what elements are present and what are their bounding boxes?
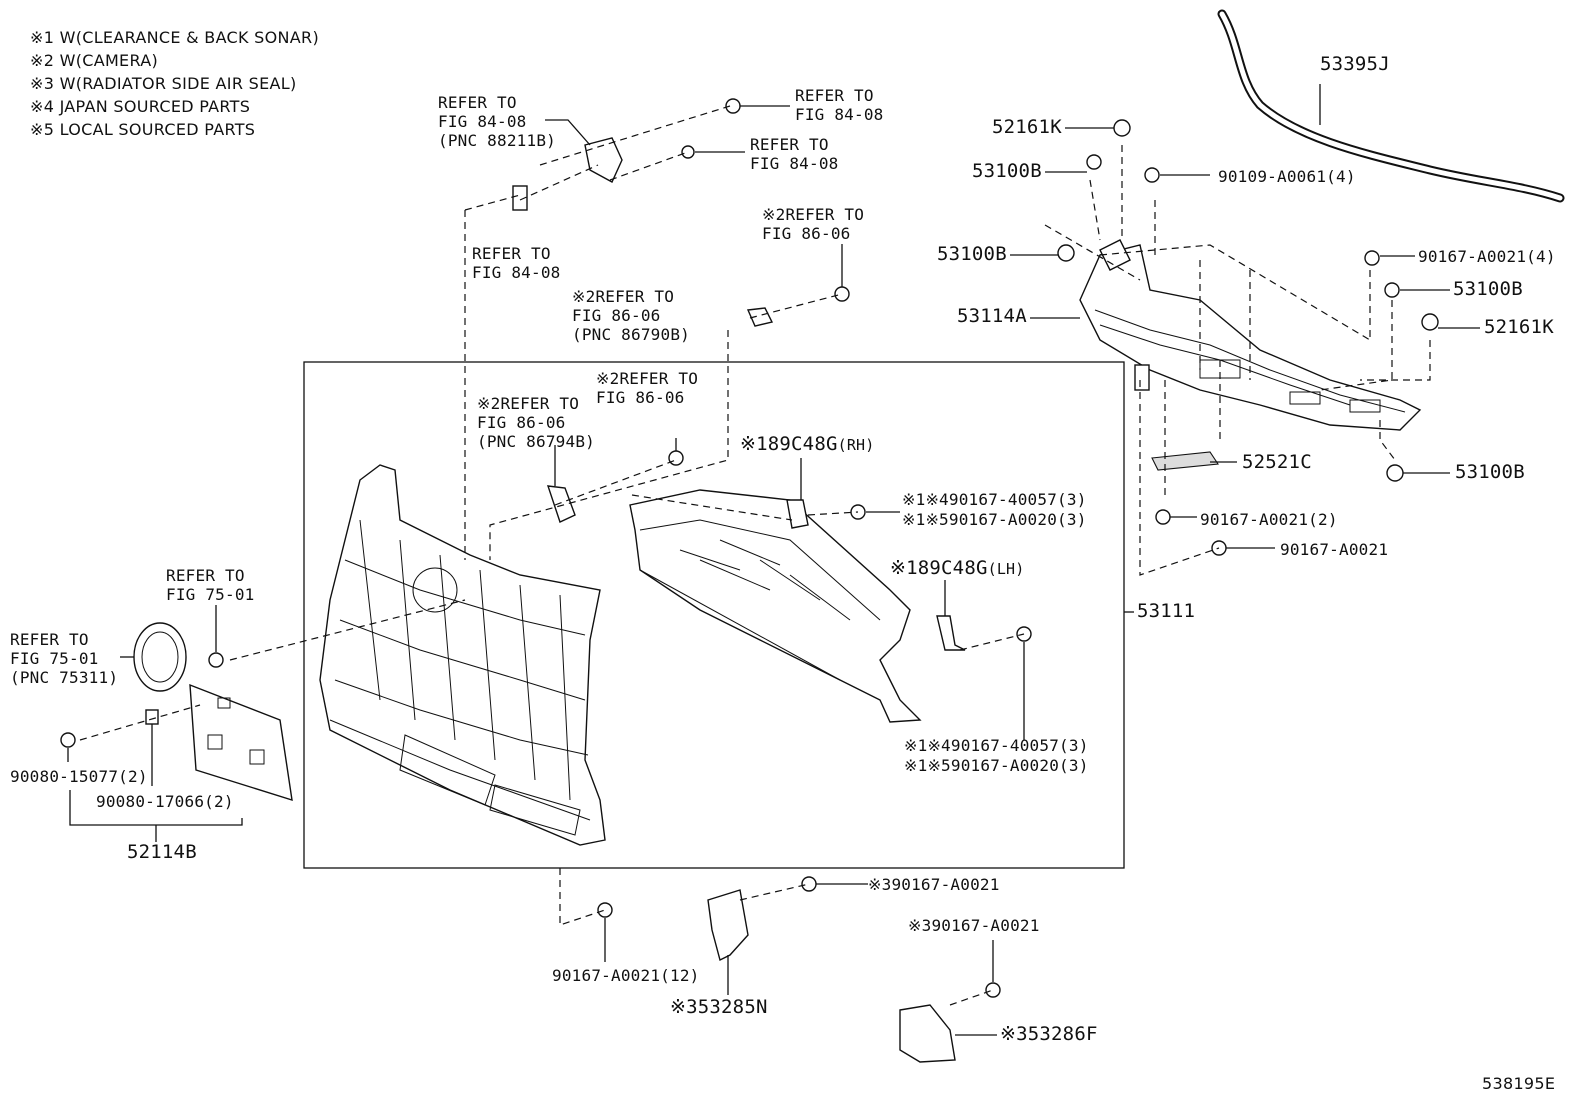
ref-fig-84-08-pnc-88211b: REFER TO FIG 84-08 (PNC 88211B) (438, 93, 556, 150)
part-90167-40057-upper: ※1※490167-40057(3) (902, 490, 1087, 509)
part-53100B-2: 53100B (937, 243, 1007, 265)
part-53100B-1: 53100B (972, 160, 1042, 182)
part-89C48G-lh-side: (LH) (987, 560, 1025, 578)
front-grille (319, 464, 606, 846)
air-seal-53286F (899, 1004, 956, 1063)
plate-bracket-52114B (189, 683, 293, 802)
part-90167-A0021-12: 90167-A0021(12) (552, 966, 700, 985)
part-90167-A0021-s3-b: ※390167-A0021 (908, 916, 1040, 935)
part-90167-40057-lower: ※1※490167-40057(3) (904, 736, 1089, 755)
part-90167-A0021-4: 90167-A0021(4) (1418, 247, 1556, 266)
attachment-lines (79, 105, 1431, 1006)
pad-52521C (1151, 451, 1219, 471)
ref-fig-86-06-pnc-86794b: ※2REFER TO FIG 86-06 (PNC 86794B) (477, 394, 595, 451)
part-52161K-top: 52161K (992, 116, 1062, 138)
part-89C48G-rh: ※189C48G(RH) (740, 435, 875, 455)
legend-item-2: ※2 W(CAMERA) (30, 51, 159, 70)
clip-top (512, 185, 528, 211)
part-52161K-right: 52161K (1484, 316, 1554, 338)
sensor-88211B (584, 137, 623, 183)
part-53111: 53111 (1137, 600, 1196, 622)
ref-fig-84-08-lower: REFER TO FIG 84-08 (472, 244, 561, 282)
part-90167-A0021-2: 90167-A0021(2) (1200, 510, 1338, 529)
part-89C48G-rh-number: ※189C48G (740, 433, 838, 455)
legend-item-1: ※1 W(CLEARANCE & BACK SONAR) (30, 28, 320, 47)
sonar-89C48G-lh (936, 615, 966, 651)
part-53100B-3: 53100B (1453, 278, 1523, 300)
part-89C48G-lh-number: ※189C48G (890, 557, 988, 579)
part-53395J: 53395J (1320, 53, 1390, 75)
part-89C48G-rh-side: (RH) (837, 436, 875, 454)
grille-assembly-box (303, 361, 1125, 869)
part-90167-A0020-lower: ※1※590167-A0020(3) (904, 756, 1089, 775)
legend-item-3: ※3 W(RADIATOR SIDE AIR SEAL) (30, 74, 297, 93)
fasteners (60, 98, 1439, 998)
ref-fig-86-06-a: ※2REFER TO FIG 86-06 (762, 205, 865, 243)
part-90080-15077: 90080-15077(2) (10, 767, 148, 786)
support-bracket-53114A (1079, 239, 1422, 431)
legend-item-4: ※4 JAPAN SOURCED PARTS (30, 97, 251, 116)
ref-fig-84-08-upper: REFER TO FIG 84-08 (795, 86, 884, 124)
grille-bracket-53111 (629, 489, 922, 723)
ref-fig-84-08-middle: REFER TO FIG 84-08 (750, 135, 839, 173)
clip-17066 (145, 709, 159, 725)
part-53100B-4: 53100B (1455, 461, 1525, 483)
diagram-id: 538195E (1482, 1074, 1556, 1093)
part-52114B: 52114B (127, 841, 197, 863)
legend-item-5: ※5 LOCAL SOURCED PARTS (30, 120, 256, 139)
part-53285N: ※353285N (670, 996, 768, 1018)
ref-fig-75-01-a: REFER TO FIG 75-01 (166, 566, 255, 604)
part-90167-A0021: 90167-A0021 (1280, 540, 1389, 559)
part-53286F: ※353286F (1000, 1023, 1098, 1045)
part-90167-A0020-upper: ※1※590167-A0020(3) (902, 510, 1087, 529)
sonar-89C48G-rh (786, 499, 809, 529)
part-90080-17066: 90080-17066(2) (96, 792, 234, 811)
part-89C48G-lh: ※189C48G(LH) (890, 559, 1025, 579)
ref-fig-75-01-pnc-75311: REFER TO FIG 75-01 (PNC 75311) (10, 630, 119, 687)
air-seal-53285N (707, 889, 749, 962)
ref-fig-86-06-pnc-86790b: ※2REFER TO FIG 86-06 (PNC 86790B) (572, 287, 690, 344)
camera-86794B (546, 485, 576, 523)
part-90109-A0061: 90109-A0061(4) (1218, 167, 1356, 186)
part-52521C: 52521C (1242, 451, 1312, 473)
part-90167-A0021-s3-a: ※390167-A0021 (868, 875, 1000, 894)
camera-86790B (746, 307, 774, 327)
ref-fig-86-06-c: ※2REFER TO FIG 86-06 (596, 369, 699, 407)
part-53114A: 53114A (957, 305, 1027, 327)
leader-lines (67, 84, 1480, 1036)
